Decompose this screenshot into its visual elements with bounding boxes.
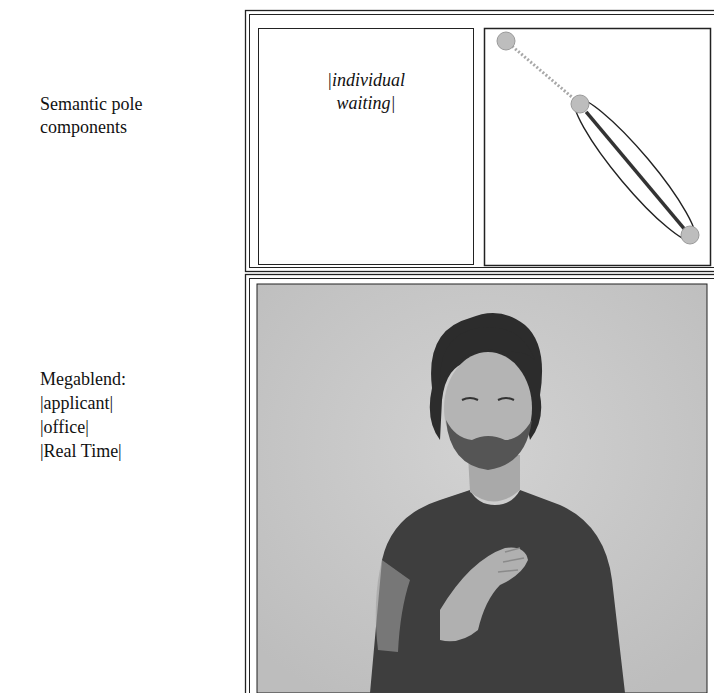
row-label: Megablend: [40, 368, 220, 391]
photo-frame [246, 275, 714, 693]
eye [462, 398, 478, 400]
beard [446, 420, 532, 470]
point-circle [497, 32, 515, 50]
active-path [586, 112, 685, 230]
row-label: |Real Time| [40, 440, 220, 463]
arm [376, 560, 410, 652]
point-circle [571, 95, 589, 113]
row-label: |applicant| [40, 392, 220, 415]
meaning-text: |individual waiting| [311, 69, 421, 115]
point-circle [681, 226, 699, 244]
photo-frame-inner [250, 279, 714, 693]
hand [440, 548, 528, 642]
signer-photo [257, 284, 707, 693]
photo-ground [257, 284, 707, 693]
fingers [498, 548, 524, 572]
outer-frame-inner [250, 15, 714, 268]
hair-top [440, 327, 535, 385]
outer-frame [246, 11, 714, 272]
row-label: Semantic pole components [40, 93, 180, 139]
schema-box [485, 29, 711, 266]
ellipse-group [563, 89, 707, 252]
focus-ellipse [563, 89, 707, 252]
row-label: |office| [40, 416, 220, 439]
dotted-path [506, 41, 580, 104]
torso [370, 490, 625, 693]
eye [498, 398, 514, 400]
meaning-box: |individual waiting| [258, 28, 474, 265]
